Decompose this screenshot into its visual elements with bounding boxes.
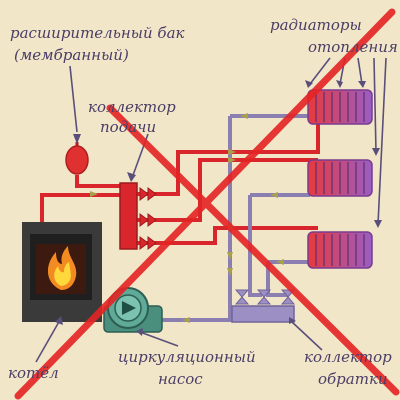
flow-arrows [90, 113, 284, 323]
label-radiators-2: отопления [308, 38, 398, 56]
label-return-manifold-2: обратки [318, 370, 388, 388]
supply-pipes [40, 92, 320, 245]
label-return-manifold-1: коллектор [304, 348, 392, 366]
radiator-top [307, 89, 373, 125]
supply-manifold [119, 182, 157, 250]
radiator-bottom [307, 231, 373, 269]
label-pump-2: насос [158, 370, 203, 388]
label-pump-1: циркуляционный [118, 348, 256, 366]
return-pipes [73, 114, 310, 322]
boiler [22, 222, 102, 322]
pointer-arrowheads [55, 80, 382, 336]
label-expansion-tank-2: (мембранный) [14, 46, 129, 64]
label-radiators-1: радиаторы [270, 16, 362, 34]
return-manifold [231, 289, 296, 323]
flame-icon [47, 246, 77, 290]
prohibition-cross [14, 8, 400, 400]
label-supply-manifold-1: коллектор [88, 98, 176, 116]
label-supply-manifold-2: подачи [100, 118, 156, 136]
label-boiler: котёл [8, 364, 59, 382]
label-expansion-tank-1: расширительный бак [10, 24, 185, 42]
radiator-middle [307, 159, 373, 197]
